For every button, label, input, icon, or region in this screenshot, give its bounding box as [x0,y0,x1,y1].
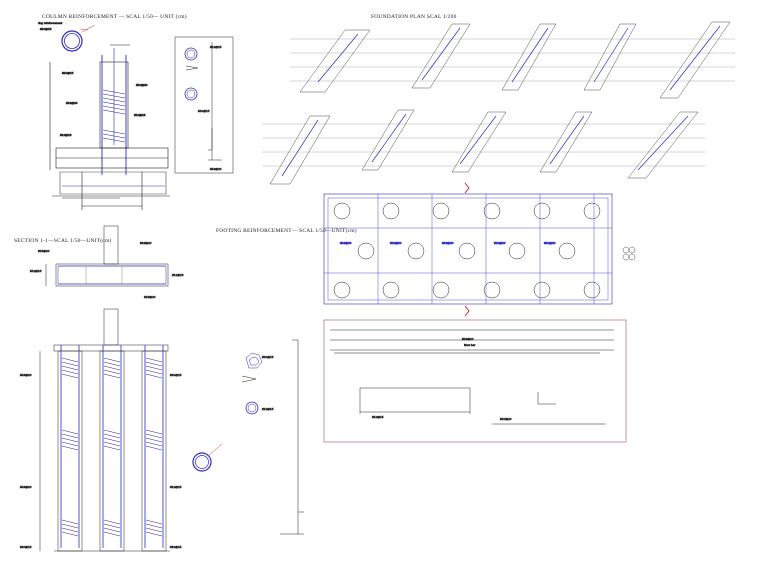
svg-text:#16@20: #16@20 [66,101,78,105]
svg-text:#16@20: #16@20 [390,241,402,245]
svg-text:#10@15: #10@15 [198,109,210,113]
section-1-1: #16@20 #16@20 #12@15 #12@15 #16@20 [30,225,184,299]
footing-reinforcement-plan: #16@20 #16@20 #16@20 #16@20 #16@20 [323,193,636,317]
svg-text:#10@15: #10@15 [62,71,74,75]
svg-text:#10@15: #10@15 [262,355,274,359]
footing-lower-3 [451,111,507,173]
footing-upper-4 [583,23,637,91]
svg-text:#10@15: #10@15 [170,373,182,377]
svg-text:#12@15: #12@15 [30,269,42,273]
footing-lower-2 [361,109,415,171]
footing-bar-schedule: #16@20 Bent bar #12@15 #10@20 [323,319,627,443]
svg-text:#12@15: #12@15 [134,113,146,117]
svg-text:Bent bar: Bent bar [464,343,475,347]
svg-text:#10@15: #10@15 [20,545,32,549]
foundation-plan [262,21,735,194]
svg-text:#16@20: #16@20 [462,337,474,341]
footing-upper-1 [299,29,371,93]
svg-text:#16@20: #16@20 [20,373,32,377]
footing-lower-1 [269,115,331,185]
svg-text:#12@15: #12@15 [210,45,222,49]
footing-lower-5 [627,111,699,179]
svg-text:#12@15: #12@15 [172,273,184,277]
footing-reinforcement-title: FOOTING REINFORCEMENT— SCAL 1/50—UNIT(cm… [216,228,357,234]
svg-text:#16@20: #16@20 [442,241,454,245]
svg-text:#12@15: #12@15 [372,415,384,419]
bar-bending-detail: #10@15 #12@15 [241,339,304,535]
pile-circles [333,202,601,299]
pile-middle [99,345,125,552]
svg-text:#12@15: #12@15 [170,485,182,489]
footing-upper-3 [501,23,557,91]
footing-lower-4 [539,111,593,173]
svg-text:#10@20: #10@20 [500,417,512,421]
rebar-detail-box: #12@15 #10@15 #16@20 [174,36,234,174]
column-reinforcement-drawing: ring reinforcement #10@15 #10@15 #16@20 … [38,21,170,210]
column-stirrups [102,89,126,143]
svg-text:#12@15: #12@15 [60,133,72,137]
svg-text:#16@20: #16@20 [140,241,152,245]
svg-text:#16@20: #16@20 [38,249,50,253]
pile-ring-detail [192,443,223,472]
foundation-plan-title: FOUNDATION PLAN SCAL 1/200 [371,14,457,20]
pile-right [141,345,167,552]
svg-text:#12@15: #12@15 [262,407,274,411]
pile-left [57,345,83,552]
svg-text:#16@20: #16@20 [210,167,222,171]
svg-text:#16@20: #16@20 [20,485,32,489]
footing-upper-5 [659,21,731,99]
svg-text:#10@15: #10@15 [40,27,52,31]
svg-text:ring reinforcement: ring reinforcement [38,21,62,25]
svg-text:#16@20: #16@20 [544,241,556,245]
column-reinforcement-title: COULMN REINFORCEMENT — SCAL 1/50— UNIT (… [42,14,187,20]
footing-upper-2 [411,23,471,89]
pile-elevation: #16@20 #16@20 #10@15 #10@15 #12@15 #10@1… [20,308,182,552]
column-section-circle [61,30,83,52]
svg-text:#16@20: #16@20 [144,295,156,299]
svg-text:#16@20: #16@20 [340,241,352,245]
section-title: SECTION 1-1—SCAL 1/50—UNIT(cm) [14,238,112,244]
svg-text:#10@20: #10@20 [136,83,148,87]
svg-text:#16@20: #16@20 [494,241,506,245]
svg-text:#10@15: #10@15 [170,545,182,549]
